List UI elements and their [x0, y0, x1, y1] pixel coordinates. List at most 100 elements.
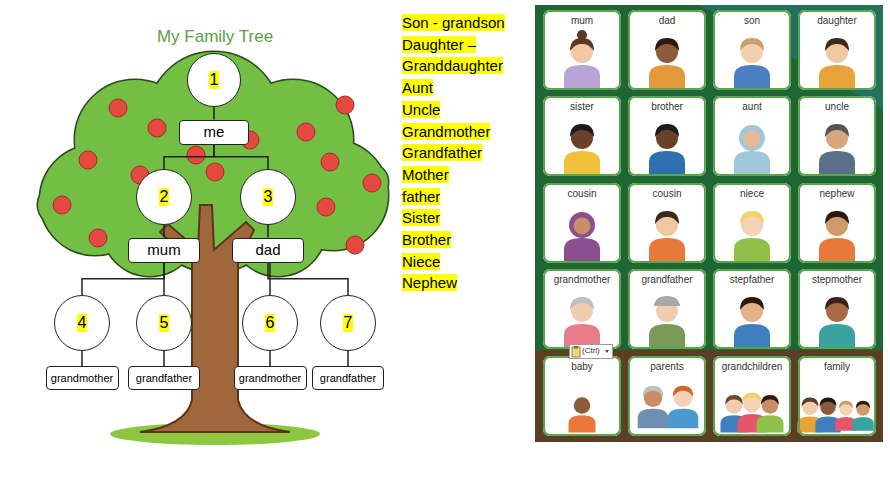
person-pictures-part [668, 386, 699, 429]
highlighted-word: Grandmother [402, 123, 490, 140]
highlighted-word: Niece [402, 253, 440, 270]
number-circle: 4 [54, 295, 110, 351]
person-pictures-part [564, 297, 600, 347]
card-backgrounds-part [798, 356, 876, 436]
person-pictures-part [649, 296, 685, 347]
tree-connector [347, 351, 349, 366]
person-pictures-part [819, 124, 855, 174]
tree-canopy-part [352, 164, 388, 200]
tree-connector [269, 351, 271, 366]
person-pictures-part [649, 38, 685, 88]
person-pictures-part-part [564, 324, 600, 347]
card-label: grandchildren [722, 361, 783, 373]
tree-connector [164, 145, 214, 170]
card-label: mum [571, 15, 593, 27]
apples-part [187, 146, 205, 164]
name-box: grandfather [312, 366, 384, 390]
card-label: brother [651, 101, 683, 113]
apples-part [148, 119, 166, 137]
name-label: grandfather [136, 372, 192, 385]
apples [53, 96, 381, 254]
card-label: sister [570, 101, 594, 113]
word-card: son [713, 10, 791, 90]
person-pictures-part-part [564, 238, 600, 261]
callout-number: 4 [77, 314, 88, 332]
word-card: aunt [713, 96, 791, 176]
card-backgrounds-part [543, 96, 621, 176]
person-pictures-part-part [654, 296, 680, 306]
word-list-item: Aunt [402, 77, 527, 99]
person-pictures-part-part [740, 211, 764, 224]
name-label: grandmother [239, 372, 301, 385]
person-pictures-part [852, 401, 874, 431]
name-box: me [179, 120, 249, 145]
apples-part [346, 236, 364, 254]
person-pictures-part-part [574, 397, 591, 414]
apples-part [336, 96, 354, 114]
number-circle: 7 [320, 295, 376, 351]
word-card: baby [543, 356, 621, 436]
apples-part [53, 196, 71, 214]
paste-options-icon-part [605, 350, 609, 353]
name-label: grandfather [320, 372, 376, 385]
callout-number: 7 [343, 314, 354, 332]
diagram-title: My Family Tree [115, 27, 315, 47]
card-label: uncle [825, 101, 849, 113]
card-label: daughter [817, 15, 856, 27]
name-box: grandmother [234, 366, 307, 390]
number-circle: 5 [136, 295, 192, 351]
card-backgrounds-part [798, 269, 876, 349]
person-pictures-part-part [655, 211, 679, 224]
person-pictures-part [638, 386, 669, 429]
person-pictures-part-part [819, 151, 855, 174]
apples-part [206, 163, 224, 181]
callout-number: 5 [159, 314, 170, 332]
card-label: cousin [653, 188, 682, 200]
person-pictures-part-part [742, 392, 761, 402]
person-pictures-part-part [819, 238, 855, 261]
person-pictures-part [819, 297, 855, 347]
paste-options-icon-part [570, 345, 613, 359]
person-pictures-part-part [825, 211, 849, 224]
person-pictures-part-part [761, 395, 779, 405]
word-list-item: Uncle [402, 99, 527, 121]
word-card: parents [628, 356, 706, 436]
paste-options-icon-part [574, 346, 578, 349]
card-board-part [535, 5, 883, 442]
tree-connector [81, 351, 83, 366]
card-label: son [744, 15, 760, 27]
person-pictures-part-part [649, 324, 685, 347]
person-pictures-part-part [655, 124, 679, 137]
word-card: brother [628, 96, 706, 176]
word-list-item: Sister [402, 207, 527, 229]
person-pictures-part-part [734, 238, 770, 261]
card-backgrounds-part [628, 269, 706, 349]
person-pictures-part [734, 125, 770, 174]
card-backgrounds-part [628, 10, 706, 90]
person-pictures-part-part [734, 324, 770, 347]
number-circle: 3 [240, 169, 296, 225]
card-backgrounds-part [713, 10, 791, 90]
person-pictures-part [819, 38, 855, 88]
card-backgrounds-part [713, 356, 791, 436]
word-list-item: Daughter – Granddaughter [402, 34, 527, 77]
tree-connector [163, 263, 165, 296]
person-pictures-part [649, 211, 685, 261]
name-label: me [204, 123, 225, 140]
apples-part [321, 153, 339, 171]
word-list-item: Grandmother [402, 121, 527, 143]
person-pictures-part [757, 395, 784, 433]
person-pictures-part-part [740, 38, 764, 51]
person-pictures-part [649, 124, 685, 174]
word-list-item: Grandfather [402, 142, 527, 164]
word-card: grandchildren [713, 356, 791, 436]
person-pictures-part-part [819, 65, 855, 88]
word-card: mum [543, 10, 621, 90]
person-pictures-part-part [577, 30, 587, 40]
word-card: cousin [543, 183, 621, 263]
number-circle: 1 [187, 53, 241, 107]
word-list-item: Son - grandson [402, 12, 527, 34]
card-backgrounds-part [543, 269, 621, 349]
word-card: daughter [798, 10, 876, 90]
highlighted-word: Uncle [402, 101, 440, 118]
